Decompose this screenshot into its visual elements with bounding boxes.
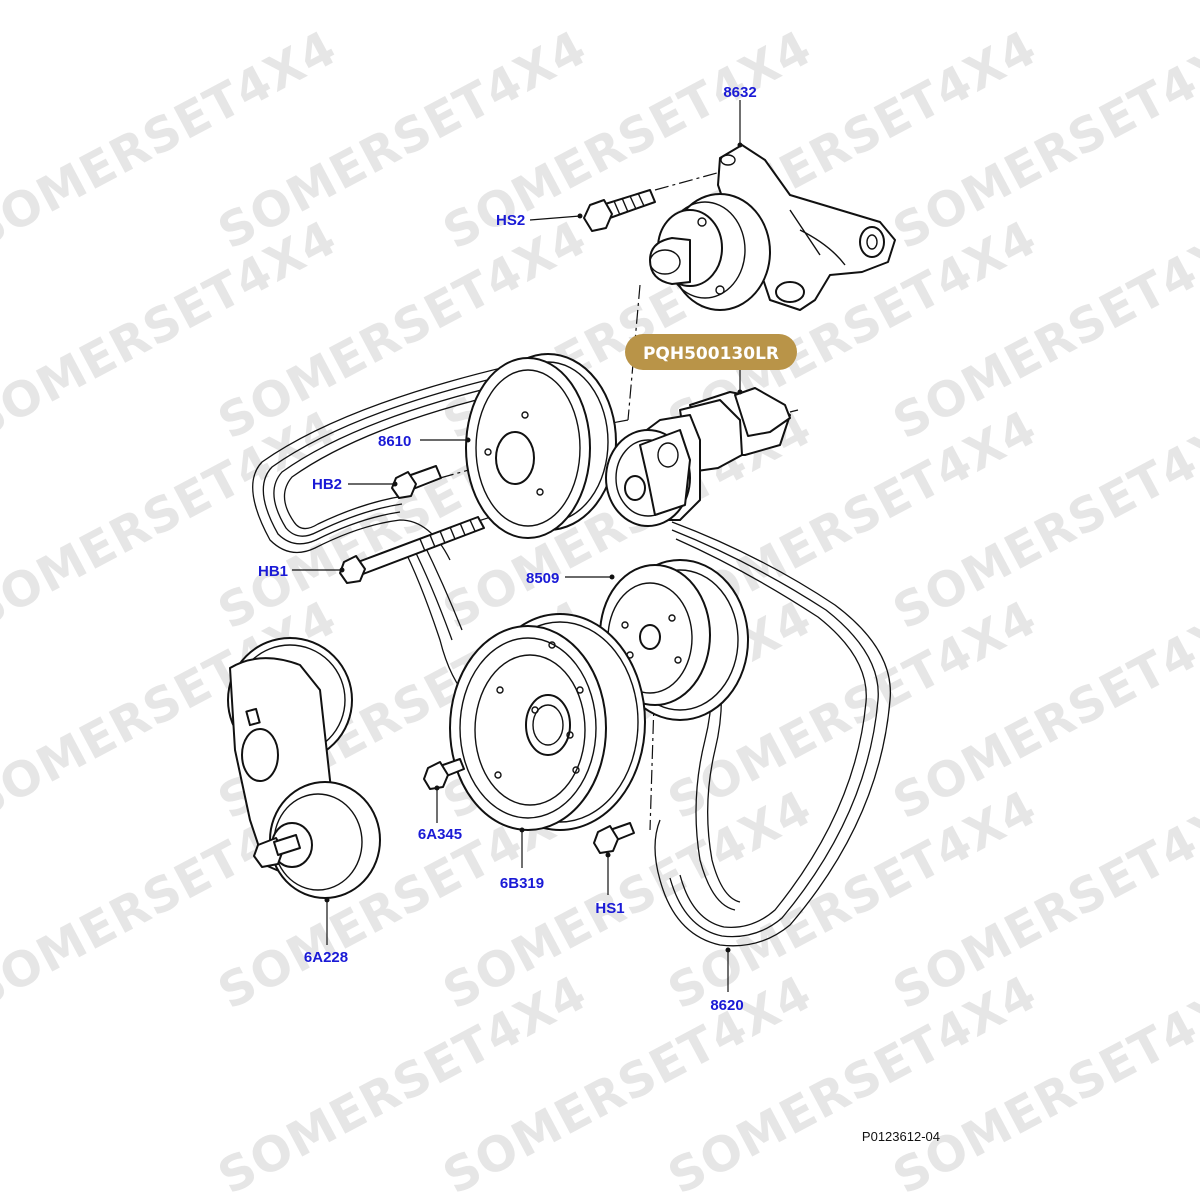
tensioner-6a228	[227, 637, 381, 899]
callout-6b319: 6B319	[500, 875, 544, 892]
callout-8509: 8509	[526, 570, 559, 587]
leader-lines	[292, 100, 743, 992]
watermark: SOMERSET4X4	[884, 20, 1200, 261]
callout-6a228: 6A228	[304, 949, 348, 966]
callout-8620: 8620	[710, 997, 743, 1014]
upper-drive-belt	[252, 357, 556, 561]
part-number-badge[interactable]: PQH500130LR	[625, 334, 797, 370]
callout-hb2: HB2	[312, 476, 342, 493]
figure-reference: P0123612-04	[862, 1129, 940, 1144]
badge-background	[625, 334, 797, 370]
bolt-hb1	[339, 516, 485, 584]
callout-8632: 8632	[723, 84, 756, 101]
callout-hb1: HB1	[258, 563, 288, 580]
tensioner-pqh500130lr	[605, 387, 799, 527]
bolt-6a345	[423, 758, 465, 790]
callout-hs2: HS2	[496, 212, 525, 229]
callout-8610: 8610	[378, 433, 411, 450]
bolt-hs2	[583, 189, 656, 232]
watermark-layer: SOMERSET4X4 SOMERSET4X4 SOMERSET4X4 SOME…	[0, 20, 1200, 1200]
bolt-hs1	[593, 822, 635, 854]
pulley-6b319	[449, 613, 646, 831]
callout-hs1: HS1	[595, 900, 624, 917]
callout-labels: 8632 HS2 8610 HB2 HB1 8509 6A345 6B319 H…	[258, 84, 757, 1014]
badge-label: PQH500130LR	[643, 344, 779, 364]
mounting-bracket	[649, 144, 896, 311]
bolt-hb2	[391, 465, 442, 499]
pulley-8610	[465, 353, 617, 539]
callout-6a345: 6A345	[418, 826, 462, 843]
